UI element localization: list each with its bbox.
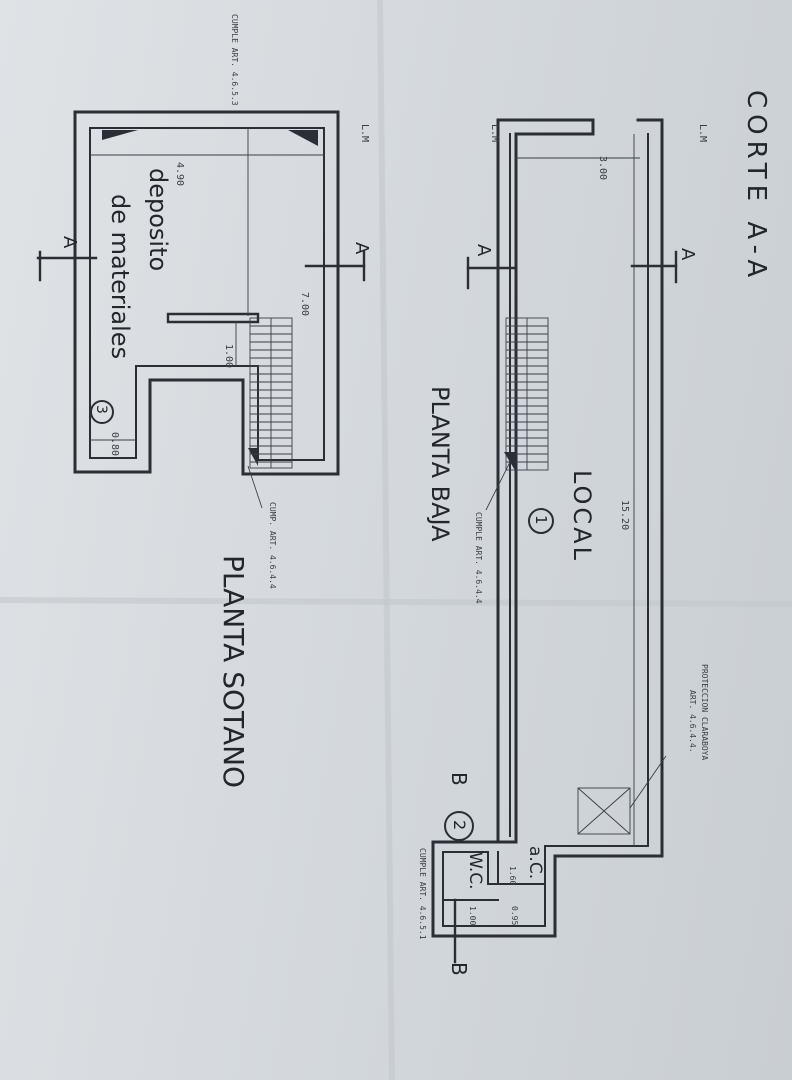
basement-title: PLANTA SOTANO: [217, 555, 250, 788]
ground-floor-plan: [247, 118, 678, 964]
wc-label: W.C.: [465, 852, 485, 890]
basement-stair: [249, 317, 293, 469]
skylight: [577, 755, 667, 835]
leader-line: [485, 461, 511, 511]
dim-depth: 7.00: [299, 292, 310, 316]
section-b-letter: B: [447, 772, 471, 786]
dim-stair: 1.00: [223, 344, 234, 368]
room-number-circle: [90, 400, 114, 424]
corner-mark: [288, 130, 318, 146]
dim-length: 15.20: [619, 500, 630, 530]
section-title: CORTE A-A: [741, 90, 771, 283]
section-a-letter: A: [677, 248, 698, 261]
wc-number-circle: [444, 811, 474, 841]
section-a-letter: A: [59, 236, 80, 249]
ground-right-wall: [431, 118, 664, 938]
wc-note: CUMPLE ART. 4.6.5.1: [418, 848, 427, 940]
ground-room-name: LOCAL: [568, 470, 596, 563]
ground-title: PLANTA BAJA: [426, 386, 454, 542]
basement-room-number: 3: [93, 405, 109, 414]
wc-number: 2: [450, 820, 469, 830]
basement-room-name: deposito: [144, 168, 172, 271]
line-marker: L.M: [489, 124, 500, 142]
dim-front: 3.00: [597, 156, 608, 180]
stair-note: CUMP. ART. 4.6.4.4: [268, 502, 277, 589]
ac-label: a.C.: [525, 846, 545, 879]
section-a-letter: A: [473, 244, 494, 257]
stair-note: CUMPLE ART. 4.6.4.4: [474, 512, 483, 604]
ground-room-number: 1: [532, 515, 550, 525]
corner-note: CUMPLE ART. 4.6.5.3: [230, 14, 239, 106]
dim-wc: 1.00: [468, 906, 477, 925]
basement-plan: [36, 110, 366, 476]
corner-mark: [102, 130, 138, 140]
line-marker: L.M: [697, 124, 708, 142]
section-b-letter: B: [447, 962, 471, 976]
ground-inner-wall: [442, 133, 649, 927]
dim-width: 4.90: [174, 162, 185, 186]
room-number-circle: [528, 508, 554, 534]
section-a-letter: A: [351, 242, 372, 255]
skylight-note: ART. 4.6.4.4.: [688, 690, 697, 753]
paper-fold: [0, 597, 792, 607]
leader-line: [247, 465, 263, 509]
basement-room-name: de materiales: [106, 194, 134, 359]
dim-bottom: 0.80: [109, 432, 120, 456]
dim-wc: 1.60: [508, 866, 517, 885]
corner-mark: [248, 448, 258, 466]
skylight-note: PROTECCION CLARABOYA: [700, 664, 709, 761]
dim-wc: 0.95: [510, 906, 519, 925]
line-marker: L.M: [359, 124, 370, 142]
paper-fold: [377, 0, 395, 1080]
basement-outer-wall: [73, 110, 340, 476]
basement-partition: [166, 312, 260, 324]
